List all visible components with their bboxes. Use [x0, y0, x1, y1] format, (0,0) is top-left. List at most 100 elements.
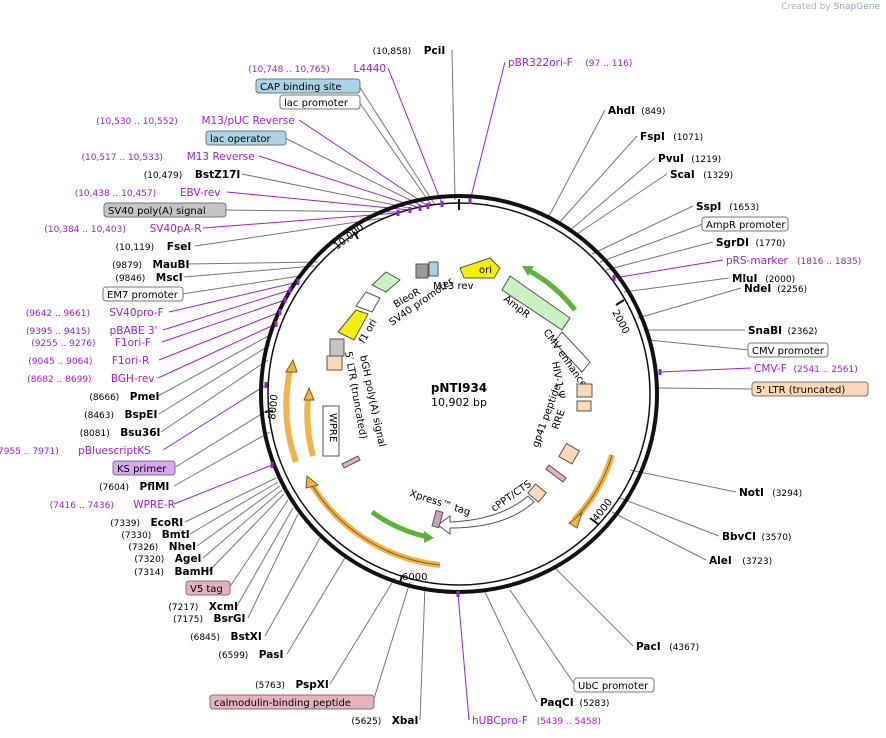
position-label-l4440: (10,748 .. 10,765) [248, 65, 329, 75]
xpress-box [431, 509, 444, 529]
enzyme-label-bstxi[interactable]: BstXI [231, 631, 262, 643]
primer-label-bgh-rev[interactable]: BGH-rev [111, 373, 155, 385]
position-label-bsrgi: (7175) [173, 615, 203, 625]
feature-label-ubc-promoter[interactable]: UbC promoter [578, 681, 649, 692]
enzyme-label-pflmi[interactable]: PflMI [140, 481, 170, 493]
enzyme-label-snabi[interactable]: SnaBI [748, 325, 782, 337]
feature-box-ubc-promoter [573, 677, 655, 693]
position-label-xbai: (5625) [351, 717, 381, 727]
enzyme-label-alei[interactable]: AleI [709, 555, 732, 567]
primer-label-cmv-f[interactable]: CMV-F [754, 363, 787, 375]
enzyme-label-xcmi[interactable]: XcmI [209, 601, 238, 613]
primer-site-m13-puc-reverse [426, 203, 430, 209]
snapgene-brand: SnapGene [833, 2, 880, 12]
position-label-pbr322ori-f: (97 .. 116) [585, 59, 632, 69]
primer-label-sv40pro-f[interactable]: SV40pro-F [109, 307, 163, 319]
enzyme-label-pvui[interactable]: PvuI [658, 153, 684, 165]
primer-label-f1ori-r[interactable]: F1ori-R [112, 355, 149, 367]
feature-label-cap-binding-site[interactable]: CAP binding site [260, 82, 342, 93]
enzyme-label-pmei[interactable]: PmeI [130, 391, 160, 403]
enzyme-label-ndei[interactable]: NdeI [744, 283, 771, 295]
position-label-agei: (7320) [134, 555, 164, 565]
feature-label-v5-tag[interactable]: V5 tag [190, 584, 223, 595]
enzyme-label-ecori[interactable]: EcoRI [151, 517, 184, 529]
enzyme-label-pasi[interactable]: PasI [259, 649, 284, 661]
enzyme-label-paqci[interactable]: PaqCI [540, 697, 574, 709]
enzyme-label-fspi[interactable]: FspI [640, 131, 665, 143]
wpre-label: WPRE [327, 413, 338, 442]
leader-line-paqci [484, 591, 538, 703]
primer-site-cmv-f [658, 369, 662, 375]
enzyme-label-bstz17i[interactable]: BstZ17I [195, 169, 240, 181]
primer-label-wpre-r[interactable]: WPRE-R [133, 499, 175, 511]
leader-line-bgh-rev [157, 323, 277, 379]
enzyme-label-paci[interactable]: PacI [636, 641, 661, 653]
ubc-arrow [437, 495, 535, 535]
leader-line-pbluescriptks [162, 384, 267, 451]
feature-label-calmodulin-binding-peptide[interactable]: calmodulin-binding peptide [214, 698, 351, 709]
primer-site-l4440 [440, 201, 444, 207]
enzyme-label-pspxi[interactable]: PspXI [296, 679, 329, 691]
primer-label-prs-marker[interactable]: pRS-marker [726, 255, 789, 267]
primer-label-pbabe-3[interactable]: pBABE 3' [110, 325, 158, 337]
primer-label-l4440[interactable]: L4440 [354, 63, 387, 75]
enzyme-label-agei[interactable]: AgeI [175, 553, 202, 565]
feature-label-ks-primer[interactable]: KS primer [117, 464, 167, 475]
enzyme-label-bspei[interactable]: BspEI [125, 409, 158, 421]
primer-label-hubcpro-f[interactable]: hUBCpro-F [472, 715, 528, 727]
feature-label-cmv-promoter[interactable]: CMV promoter [752, 346, 825, 357]
gp41-marker [545, 464, 567, 483]
primer-site-ebv-rev [408, 207, 412, 213]
leader-line-scai [573, 173, 668, 237]
enzyme-label-msci[interactable]: MscI [156, 272, 183, 284]
enzyme-label-pcii[interactable]: PciI [424, 45, 445, 57]
enzyme-label-mlui[interactable]: MluI [732, 273, 757, 285]
feature-box-cap-binding-site [255, 78, 361, 94]
enzyme-label-bsrgi[interactable]: BsrGI [214, 613, 246, 625]
primer-label-f1ori-f[interactable]: F1ori-F [115, 337, 151, 349]
primer-label-pbr322ori-f[interactable]: pBR322ori-F [508, 57, 573, 69]
enzyme-label-scai[interactable]: ScaI [670, 169, 695, 181]
position-label-xcmi: (7217) [168, 603, 198, 613]
leader-line-f1ori-f [161, 299, 286, 343]
primer-label-pbluescriptks[interactable]: pBluescriptKS [78, 445, 151, 457]
enzyme-label-bamhi[interactable]: BamHI [175, 566, 214, 578]
enzyme-label-fsei[interactable]: FseI [167, 241, 191, 253]
enzyme-label-xbai[interactable]: XbaI [392, 715, 419, 727]
enzyme-label-sspi[interactable]: SspI [696, 201, 721, 213]
enzyme-label-sgrdi[interactable]: SgrDI [716, 237, 749, 249]
tick-6000 [399, 574, 403, 584]
leader-lines [157, 49, 754, 721]
enzyme-label-nhei[interactable]: NheI [169, 541, 196, 553]
feature-label-sv40-poly-a-signal[interactable]: SV40 poly(A) signal [108, 206, 206, 217]
position-label-m13-reverse: (10,517 .. 10,533) [82, 153, 163, 163]
primer-label-m13-puc-reverse[interactable]: M13/pUC Reverse [202, 115, 295, 127]
position-label-sv40pa-r: (10,384 .. 10,403) [44, 225, 125, 235]
position-label-noti: (3294) [772, 489, 802, 499]
primer-label-m13-reverse[interactable]: M13 Reverse [187, 151, 255, 163]
bgh-box [326, 355, 343, 371]
primer-label-ebv-rev[interactable]: EBV-rev [180, 187, 221, 199]
leader-line-m13-puc-reverse [298, 119, 429, 207]
feature-label-5-ltr-truncated[interactable]: 5' LTR (truncated) [756, 385, 845, 396]
leader-line-ks-primer [173, 409, 269, 469]
enzyme-label-bmti[interactable]: BmtI [162, 529, 190, 541]
primer-label-sv40pa-r[interactable]: SV40pA-R [150, 223, 202, 235]
ampr-arc-head [522, 266, 534, 276]
enzyme-label-maubi[interactable]: MauBI [153, 259, 190, 271]
enzyme-label-ahdi[interactable]: AhdI [608, 105, 635, 117]
feature-label-ampr-promoter[interactable]: AmpR promoter [706, 220, 786, 231]
enzyme-label-bsu36i[interactable]: Bsu36I [120, 427, 160, 439]
feature-box-calmodulin-binding-peptide [209, 694, 375, 710]
feature-label-lac-operator[interactable]: lac operator [210, 134, 271, 145]
primer-site-sv40pa-r [396, 210, 400, 216]
enzyme-label-noti[interactable]: NotI [739, 487, 764, 499]
feature-label-em7-promoter[interactable]: EM7 promoter [107, 290, 179, 301]
snapgene-credit: Created by SnapGene [781, 2, 880, 12]
position-label-pmei: (8666) [89, 393, 119, 403]
leader-line-sv40pro-f [168, 281, 299, 313]
position-label-pvui: (1219) [691, 155, 721, 165]
feature-label-lac-promoter[interactable]: lac promoter [284, 98, 349, 109]
enzyme-label-bbvci[interactable]: BbvCI [722, 531, 756, 543]
leader-line-prs-marker [613, 259, 724, 279]
